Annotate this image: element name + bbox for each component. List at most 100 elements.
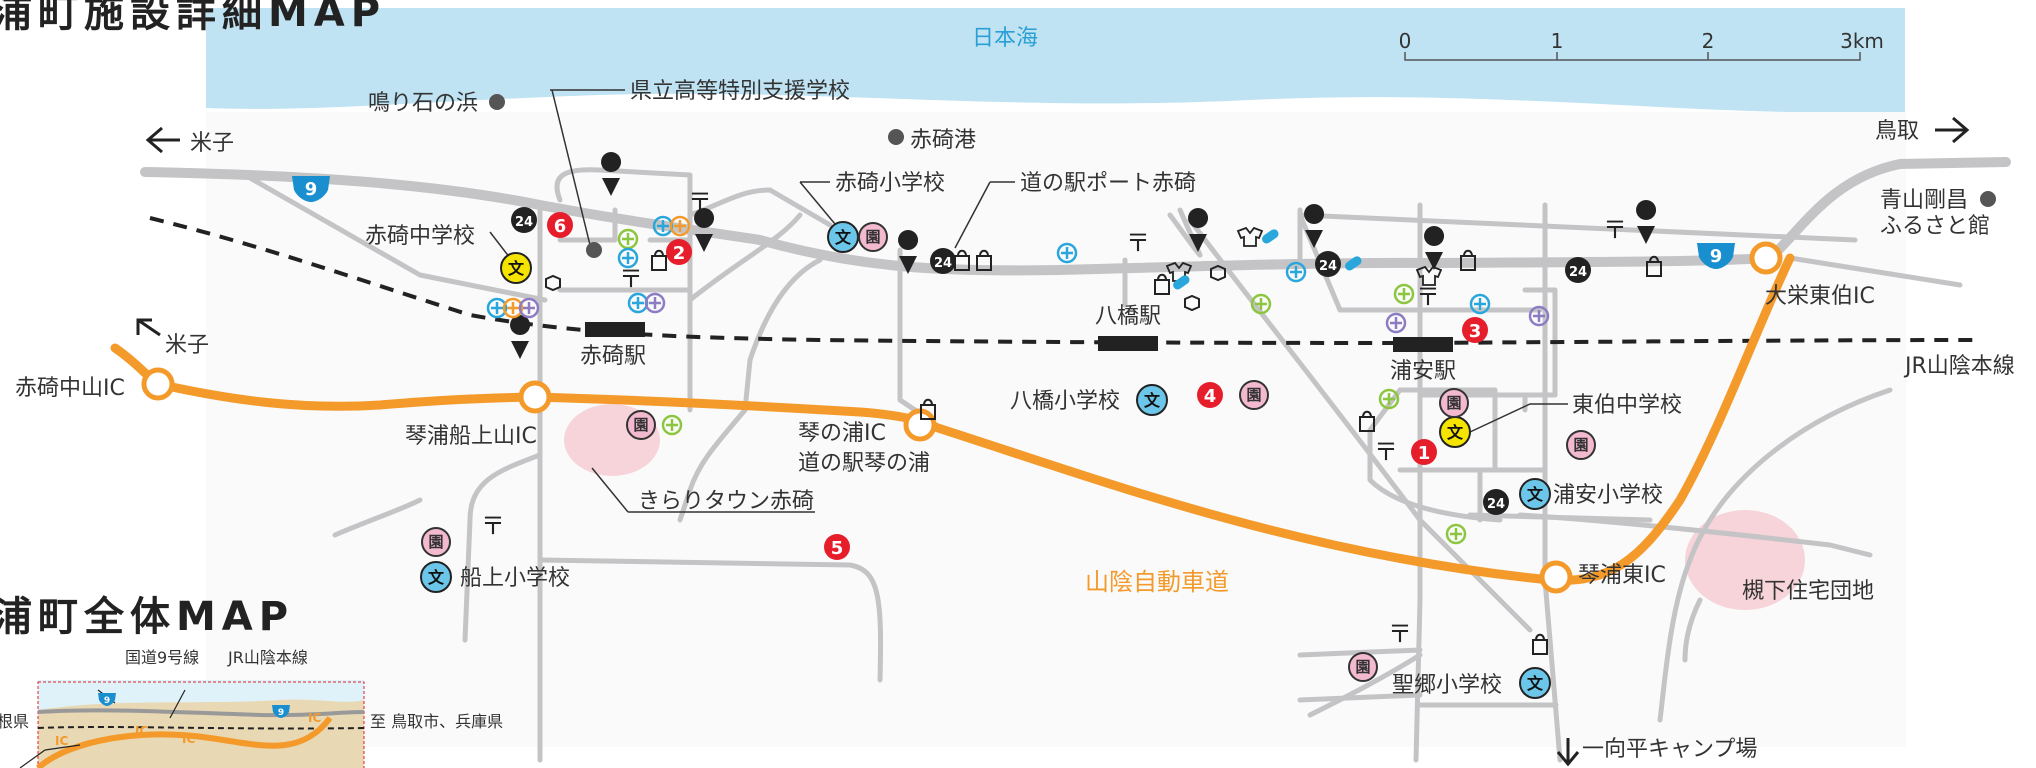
kindergarten-icon: 園	[1348, 652, 1378, 682]
route-9-badge-east: 9	[1697, 243, 1735, 269]
route-9-road	[140, 157, 2011, 276]
marker-4: 4	[1197, 382, 1223, 408]
yatsuhashi-elem-school-icon: 文	[1136, 384, 1168, 416]
aoyama-label: 青山剛昌	[1880, 188, 1968, 213]
direction-camp: 一向平キャンプ場	[1556, 737, 1757, 767]
jr-line-label: JR山陰本線	[1903, 354, 2015, 379]
svg-text:9: 9	[1710, 246, 1723, 267]
pill-icon	[1173, 275, 1190, 290]
sea-area	[206, 8, 1905, 113]
medical-blue-icon	[1056, 242, 1078, 264]
kirari-label: きらりタウン赤碕	[638, 489, 814, 514]
kindergarten-icon: 園	[858, 222, 888, 252]
urayasu-station-label: 浦安駅	[1390, 359, 1456, 384]
medical-green-icon	[1393, 283, 1415, 305]
kindergarten-icon: 園	[1566, 430, 1596, 460]
map-land	[206, 112, 1906, 747]
svg-text:文: 文	[1527, 674, 1544, 693]
yatsuhashi-elem-label: 八橋小学校	[1010, 389, 1120, 414]
scale-tick-1: 1	[1551, 29, 1564, 53]
shopping-bag-icon	[976, 249, 992, 271]
overall-map-inset: 国道9号線 JR山陰本線 根県 至 鳥取市、兵庫県 9 9 IC IC IC I…	[0, 648, 503, 768]
detail-map-title: 浦町施設詳細MAP	[0, 0, 386, 36]
aoyama-dot	[1980, 191, 1996, 207]
location-pin-icon	[1188, 208, 1209, 252]
shopping-bag-icon	[1154, 273, 1170, 295]
medical-blue-icon	[627, 292, 649, 314]
shopping-bag-icon	[1646, 255, 1662, 277]
svg-text:園: 園	[1446, 394, 1461, 412]
expressway-label: 山陰自動車道	[1085, 568, 1229, 596]
inset-ic-label: IC	[135, 724, 148, 738]
post-office-icon: 〒	[1603, 216, 1627, 244]
svg-text:24: 24	[1569, 265, 1587, 280]
yatsuhashi-station-marker	[1098, 336, 1158, 351]
narishi-label: 鳴り石の浜	[368, 91, 478, 116]
kotoura-east-ic-node	[1539, 560, 1573, 594]
urayasu-station-marker	[1393, 337, 1453, 352]
direction-yonago-top: 米子	[145, 126, 234, 156]
shopping-bag-icon	[954, 249, 970, 271]
akasaki-station-marker	[585, 322, 645, 337]
medical-orange-icon	[502, 297, 524, 319]
kotonoura-ic-label: 琴の浦IC	[798, 421, 886, 446]
post-office-icon: 〒	[1374, 438, 1398, 466]
sea-label: 日本海	[972, 26, 1038, 51]
inset-jr-label: JR山陰本線	[227, 648, 308, 667]
medical-blue-icon	[617, 247, 639, 269]
marker-5: 5	[824, 534, 850, 560]
location-pin-icon	[1636, 200, 1657, 244]
svg-text:文: 文	[428, 568, 445, 587]
urayasu-elem-school-icon: 文	[1519, 478, 1551, 510]
medical-green-icon	[1445, 523, 1467, 545]
svg-text:文: 文	[835, 228, 852, 247]
open24-icon: 24	[1315, 251, 1341, 277]
location-pin-icon	[1304, 204, 1325, 248]
svg-text:園: 園	[428, 533, 443, 551]
clothes-icon	[1415, 265, 1443, 286]
akasaki-nakayama-ic-node	[141, 367, 175, 401]
inset-ic-label: IC	[182, 732, 195, 746]
scale-tick-3: 3km	[1840, 29, 1884, 53]
kindergarten-icon: 園	[421, 527, 451, 557]
local-roads	[247, 167, 1963, 763]
akasaki-jhs-school-icon: 文	[500, 252, 532, 284]
marker-3: 3	[1462, 317, 1488, 343]
svg-text:1: 1	[1418, 443, 1431, 464]
daiei-ic-node	[1749, 241, 1783, 275]
support-school-label: 県立高等特別支援学校	[630, 79, 850, 104]
michinoeki-port-label: 道の駅ポート赤碕	[1020, 171, 1196, 196]
akasaki-port-dot	[888, 129, 904, 145]
medical-blue-icon	[486, 297, 508, 319]
svg-text:文: 文	[1447, 423, 1464, 442]
svg-text:米子: 米子	[190, 131, 234, 156]
daiei-ic-label: 大栄東伯IC	[1765, 284, 1875, 309]
medical-blue-icon	[1285, 261, 1307, 283]
svg-text:4: 4	[1204, 386, 1217, 407]
furusato-label: ふるさと館	[1880, 214, 1990, 239]
funajo-elem-label: 船上小学校	[460, 566, 570, 591]
kotoura-east-ic-label: 琴浦東IC	[1578, 563, 1666, 588]
inset-ic-label: IC	[308, 711, 321, 725]
post-office-icon: 〒	[1388, 620, 1412, 648]
kindergarten-icon: 園	[626, 410, 656, 440]
pill-icon	[1345, 256, 1362, 271]
medical-purple-icon	[518, 297, 540, 319]
svg-text:園: 園	[865, 228, 880, 246]
svg-text:9: 9	[305, 179, 318, 200]
svg-text:米子: 米子	[165, 333, 209, 358]
svg-text:24: 24	[1319, 259, 1337, 274]
seigo-elem-label: 聖郷小学校	[1392, 673, 1502, 698]
open24-icon: 24	[511, 207, 537, 233]
gas-station-icon	[1210, 264, 1226, 282]
location-pin-icon	[510, 315, 531, 359]
inset-right-dest: 至 鳥取市、兵庫県	[370, 712, 503, 731]
narishi-dot	[489, 94, 505, 110]
tohaku-jhs-school-icon: 文	[1439, 416, 1471, 448]
route-9-badge-west: 9	[292, 176, 330, 202]
direction-yonago-left: 米子	[136, 318, 209, 358]
open24-icon: 24	[930, 248, 956, 274]
inset-route9-badge-west: 9	[98, 693, 116, 706]
